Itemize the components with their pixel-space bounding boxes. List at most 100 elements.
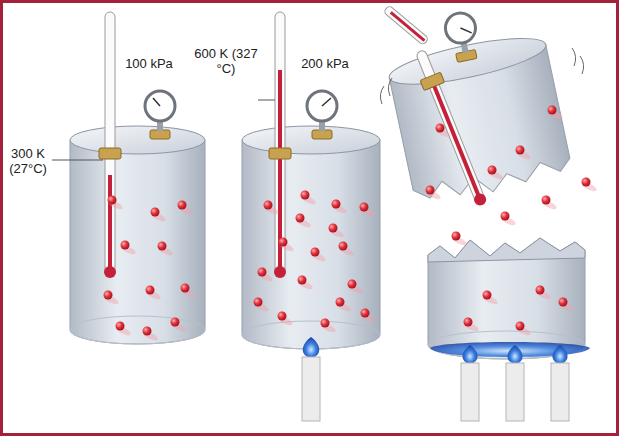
motion-line [388, 78, 392, 96]
gas-molecule [103, 291, 120, 306]
candle [461, 363, 479, 421]
thermometer-tube [416, 49, 486, 203]
gas-molecule [150, 208, 167, 223]
gas-molecule [277, 312, 294, 327]
gauge-dial [145, 91, 175, 121]
gas-molecule [170, 318, 187, 333]
gas-molecule [463, 318, 480, 333]
gas-molecule [451, 232, 468, 247]
thermometer-liquid [108, 175, 112, 272]
gas-molecule [263, 201, 280, 216]
gas-molecule [515, 146, 532, 161]
candle [302, 357, 320, 421]
thermometer [99, 12, 121, 278]
gas-molecule [120, 241, 137, 256]
cylinder-cold [70, 126, 205, 344]
value-label: 300 K (27°C) [2, 146, 54, 176]
motion-line [380, 86, 384, 104]
thermometer-tube [275, 12, 285, 274]
gas-molecule [115, 322, 132, 337]
gas-molecule [558, 298, 575, 313]
gas-molecule [297, 276, 314, 291]
gas-molecule [541, 196, 558, 211]
collar [269, 148, 291, 159]
gas-molecule [500, 212, 517, 227]
cylinder-body [70, 140, 205, 344]
cylinder-body [242, 140, 380, 349]
gas-molecule [487, 166, 504, 181]
gas-molecule [338, 242, 355, 257]
gas-molecule [360, 309, 377, 324]
gas-molecule [145, 286, 162, 301]
motion-lines [380, 48, 583, 104]
gas-molecule [295, 214, 312, 229]
gas-molecule [425, 186, 442, 201]
gas-molecule [359, 203, 376, 218]
gauge-base [150, 130, 170, 139]
pressure-gauge [145, 91, 175, 139]
gauge-dial [443, 10, 479, 46]
gas-molecule [515, 322, 532, 337]
thermometer-tube [383, 5, 429, 45]
value-label: 100 kPa [118, 56, 180, 71]
gas-molecule [328, 224, 345, 239]
thermometer-liquid [431, 83, 482, 200]
gas-molecule [547, 106, 564, 121]
burner [302, 337, 320, 421]
gauge-dial [307, 91, 337, 121]
gauge-base [312, 130, 332, 139]
thermometer [410, 47, 493, 209]
cylinder-base [70, 316, 205, 344]
cylinder-burst [428, 238, 585, 359]
value-label: 600 K (327 °C) [194, 46, 258, 76]
gas-molecule [180, 284, 197, 299]
gas-molecule [482, 291, 499, 306]
gas-molecules [103, 106, 598, 342]
gas-molecule [107, 196, 124, 211]
gas-molecule [157, 242, 174, 257]
gas-molecule [300, 191, 317, 206]
thermometer-bulb [274, 266, 286, 278]
thermometer [269, 12, 291, 278]
pressure-gauge [307, 91, 337, 139]
motion-line [580, 56, 584, 74]
leader-line [52, 160, 103, 161]
flame [553, 345, 568, 364]
flame [463, 345, 478, 364]
cylinder-hot [242, 126, 380, 349]
gauge-needle [460, 26, 471, 35]
cylinder-lid [242, 126, 380, 154]
burner [430, 342, 590, 421]
flame [303, 337, 320, 358]
cylinder-lower-fragment [428, 238, 585, 359]
thermometer-shard [383, 5, 429, 45]
broken-rim [428, 238, 585, 262]
flame [508, 345, 523, 364]
cylinder-lid [70, 126, 205, 154]
value-label: 200 kPa [294, 56, 356, 71]
gas-molecule [278, 238, 295, 253]
gas-molecule [335, 298, 352, 313]
thermometer-bulb [104, 266, 116, 278]
gas-molecule [177, 201, 194, 216]
gas-molecule [535, 286, 552, 301]
candle [551, 363, 569, 421]
gas-molecule [435, 124, 452, 139]
cylinder-upper-fragment [379, 0, 573, 208]
gas-molecule [581, 178, 598, 193]
gauge-needle [153, 98, 160, 106]
motion-line [572, 48, 576, 66]
gauge-needle [322, 98, 331, 106]
gas-molecule [320, 319, 337, 334]
candle [506, 363, 524, 421]
thermometer-tube [105, 12, 115, 274]
collar [420, 72, 445, 90]
gas-molecule [347, 280, 364, 295]
gas-molecule [331, 200, 348, 215]
thermometer-liquid [390, 11, 426, 42]
thermometer-bulb [472, 192, 488, 208]
collar [99, 148, 121, 159]
